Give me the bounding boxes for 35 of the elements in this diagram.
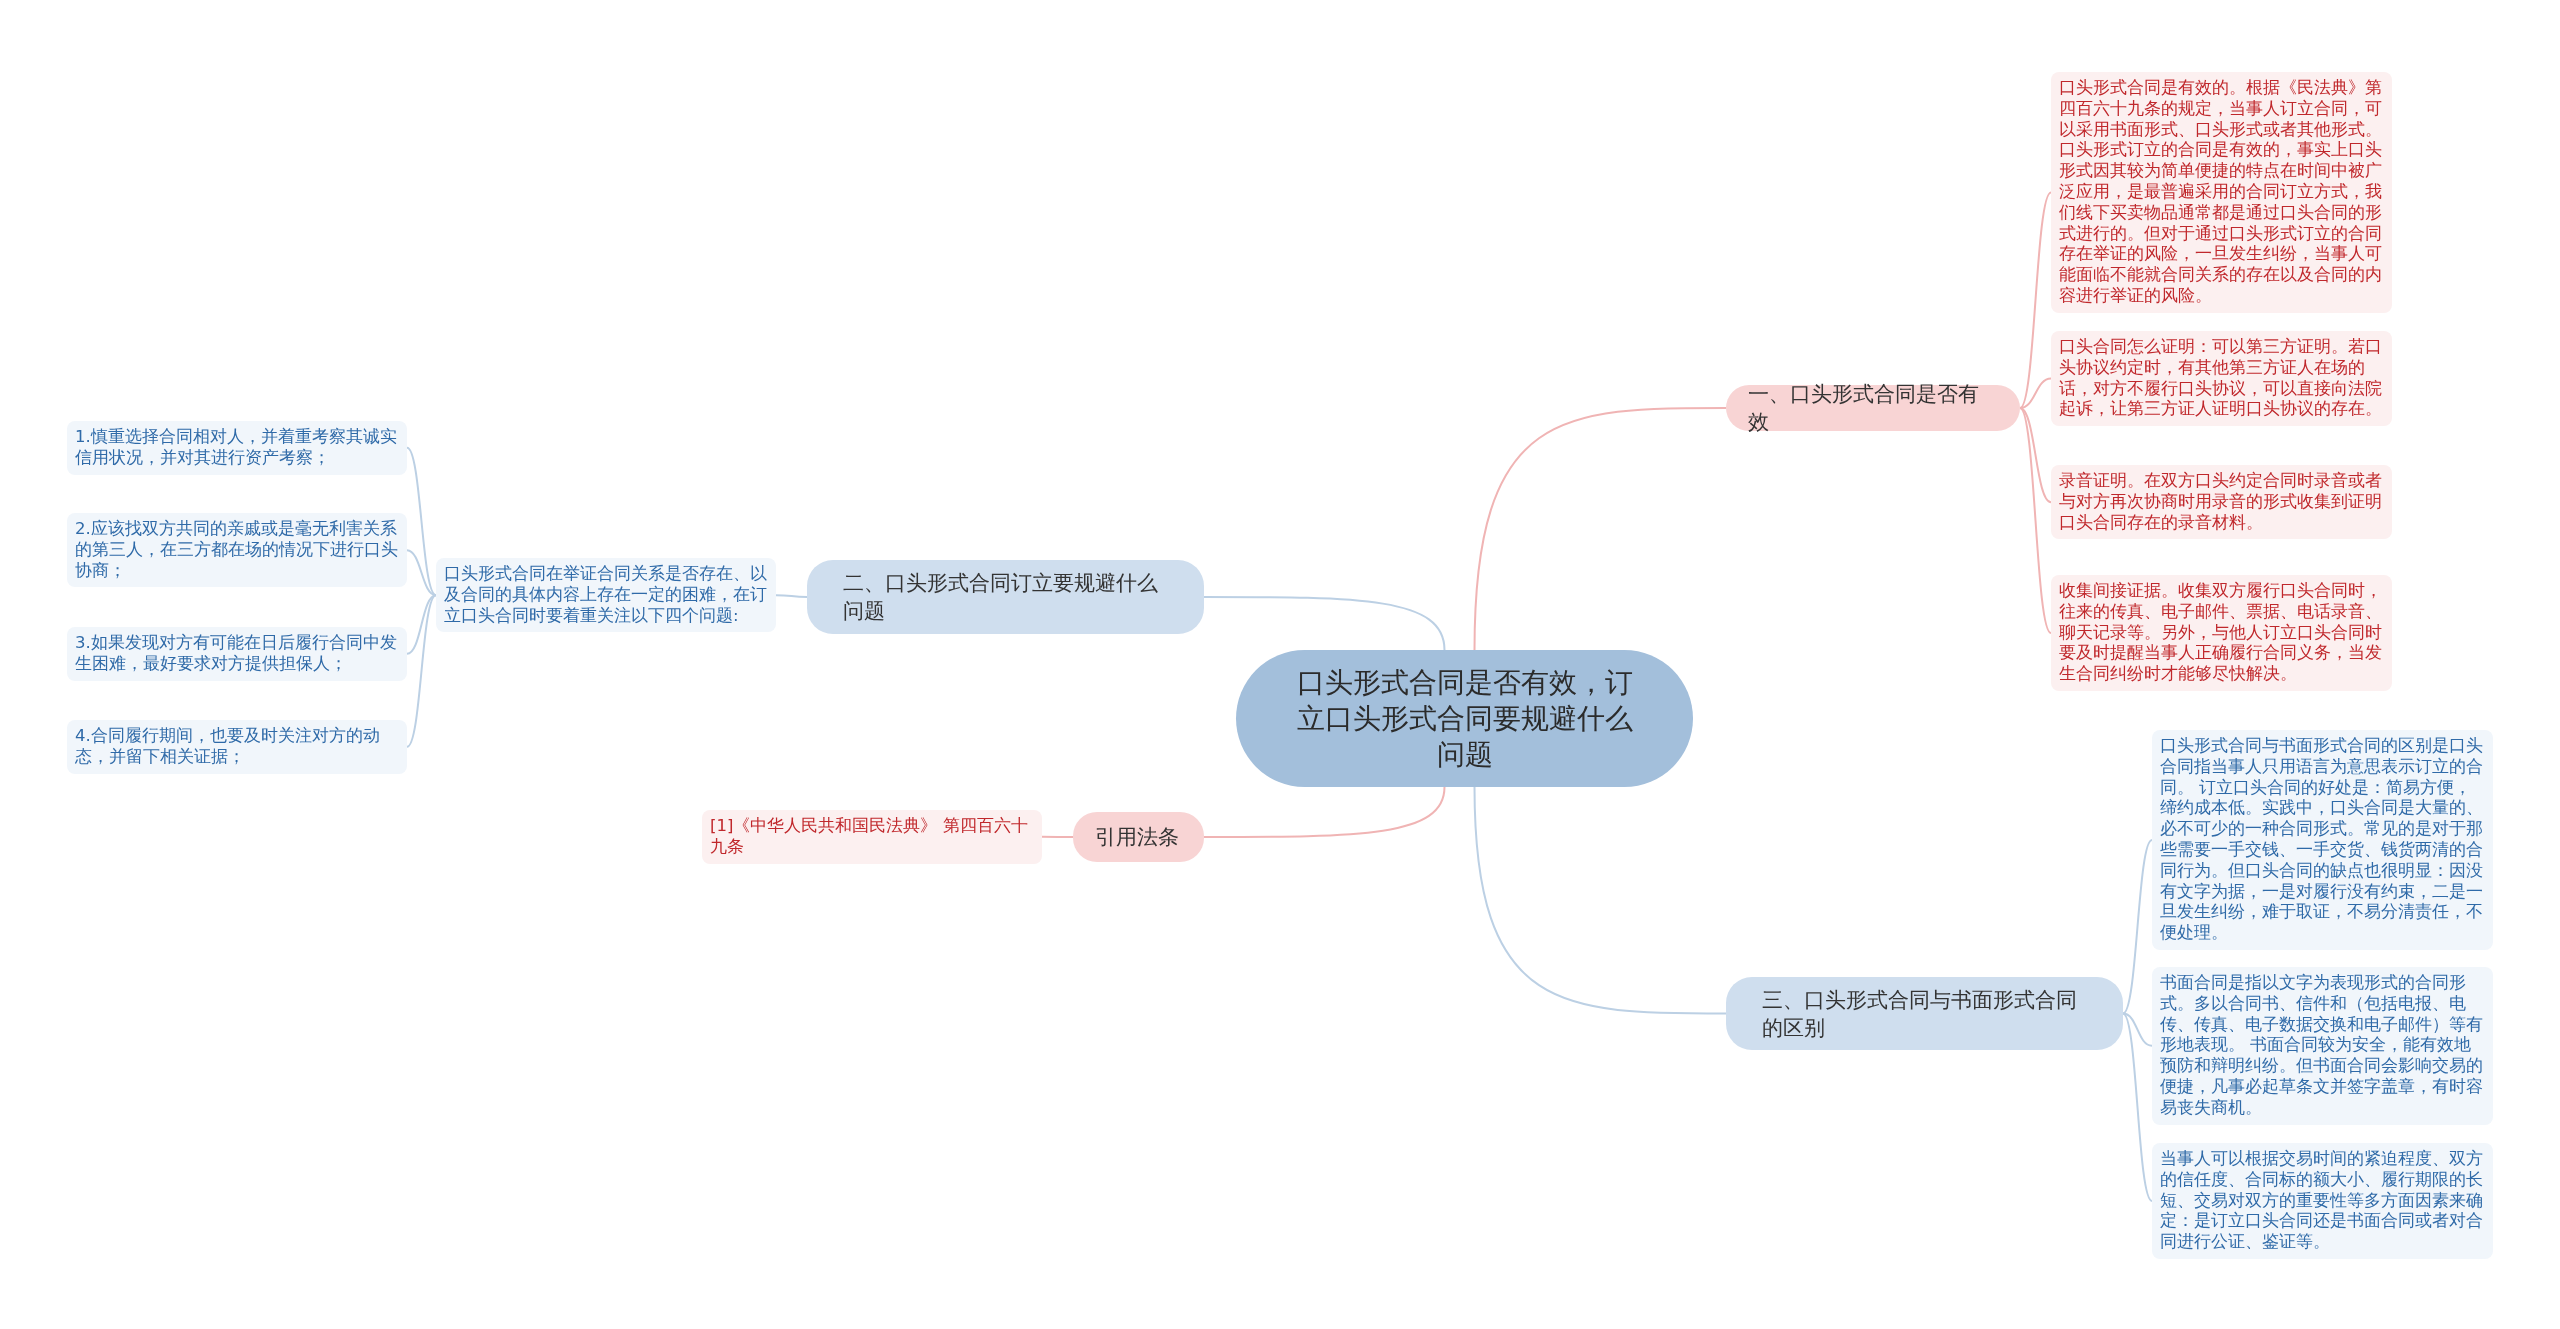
note-box: 录音证明。在双方口头约定合同时录音或者与对方再次协商时用录音的形式收集到证明口头合同存在的录音材料。 bbox=[2051, 465, 2392, 540]
note-box: 当事人可以根据交易时间的紧迫程度、双方的信任度、合同标的额大小、履行期限的长短、交易对双方的重要性等多方面因素来确定：是订立口头合同还是书面合同或者对合同进行公证、鉴证等。 bbox=[2152, 1143, 2493, 1259]
connector-line bbox=[1473, 407, 1727, 651]
note-box: [1]《中华人民共和国民法典》 第四百六十九条 bbox=[702, 810, 1042, 864]
connector-line bbox=[2019, 407, 2052, 634]
connector-line bbox=[1203, 596, 1446, 651]
note-box: 2.应该找双方共同的亲戚或是毫无利害关系的第三人，在三方都在场的情况下进行口头协商； bbox=[67, 513, 407, 588]
connector-line bbox=[406, 446, 437, 597]
note-box: 口头形式合同是有效的。根据《民法典》第四百六十九条的规定，当事人订立合同，可以采用书面形式、口头形式或者其他形式。口头形式订立的合同是有效的，事实上口头形式因其较为简单便捷的特点在时间中被广泛应用，是最普遍采用的合同订立方式，我们线下买卖物品通常都是通过口头合同的形式进行的。但对于通过口头形式订立的合同存在举证的风险，一旦发生纠纷，当事人可能面临不能就合同关系的存在以及合同的内容进行举证的风险。 bbox=[2051, 72, 2392, 313]
note-box: 收集间接证据。收集双方履行口头合同时，往来的传真、电子邮件、票据、电话录音、聊天记录等。另外，与他人订立口头合同时要及时提醒当事人正确履行合同义务，当发生合同纠纷时才能够尽快解决。 bbox=[2051, 575, 2392, 691]
note-box: 口头形式合同在举证合同关系是否存在、以及合同的具体内容上存在一定的困难，在订立口头合同时要着重关注以下四个问题: bbox=[436, 558, 776, 633]
connector-line bbox=[2122, 1012, 2153, 1202]
connector-line bbox=[1203, 786, 1446, 838]
connector-line bbox=[1473, 786, 1727, 1015]
connector-line bbox=[406, 594, 437, 655]
connector-line bbox=[2122, 1012, 2153, 1047]
topic-box: 引用法条 bbox=[1073, 812, 1204, 862]
topic-box: 三、口头形式合同与书面形式合同的区别 bbox=[1726, 977, 2123, 1050]
note-box: 1.慎重选择合同相对人，并着重考察其诚实信用状况，并对其进行资产考察； bbox=[67, 421, 407, 475]
connector-line bbox=[406, 549, 437, 597]
central-topic: 口头形式合同是否有效，订立口头形式合同要规避什么问题 bbox=[1236, 650, 1693, 787]
note-box: 口头形式合同与书面形式合同的区别是口头合同指当事人只用语言为意思表示订立的合同。 订立口头合同的好处是：简易方便，缔约成本低。实践中，口头合同是大量的、必不可少的一种合同形式。常见的是对于那些需要一手交钱、一手交货、钱货两清的合同行为。但口头合同的缺点也很明显：因没有文字为据，一是对履行没有约束，二是一旦发生纠纷，难于取证，不易分清责任，不便处理。 bbox=[2152, 730, 2493, 950]
connector-line bbox=[2019, 407, 2052, 504]
connector-line bbox=[2019, 377, 2052, 409]
note-box: 书面合同是指以文字为表现形式的合同形式。多以合同书、信件和（包括电报、电传、传真、电子数据交换和电子邮件）等有形地表现。 书面合同较为安全，能有效地预防和辩明纠纷。但书面合同会影响交易的便捷，凡事必起草条文并签字盖章，有时容易丧失商机。 bbox=[2152, 967, 2493, 1125]
connector-line bbox=[2019, 191, 2052, 409]
connector-line bbox=[2122, 839, 2153, 1015]
note-box: 4.合同履行期间，也要及时关注对方的动态，并留下相关证据； bbox=[67, 720, 407, 774]
note-box: 3.如果发现对方有可能在日后履行合同中发生困难，最好要求对方提供担保人； bbox=[67, 627, 407, 681]
topic-box: 二、口头形式合同订立要规避什么问题 bbox=[807, 560, 1204, 634]
topic-box: 一、口头形式合同是否有效 bbox=[1726, 385, 2020, 431]
connector-line bbox=[775, 594, 808, 598]
connector-line bbox=[406, 594, 437, 748]
note-box: 口头合同怎么证明：可以第三方证明。若口头协议约定时，有其他第三方证人在场的话，对方不履行口头协议，可以直接向法院起诉，让第三方证人证明口头协议的存在。 bbox=[2051, 331, 2392, 427]
connector-line bbox=[1041, 835, 1074, 838]
